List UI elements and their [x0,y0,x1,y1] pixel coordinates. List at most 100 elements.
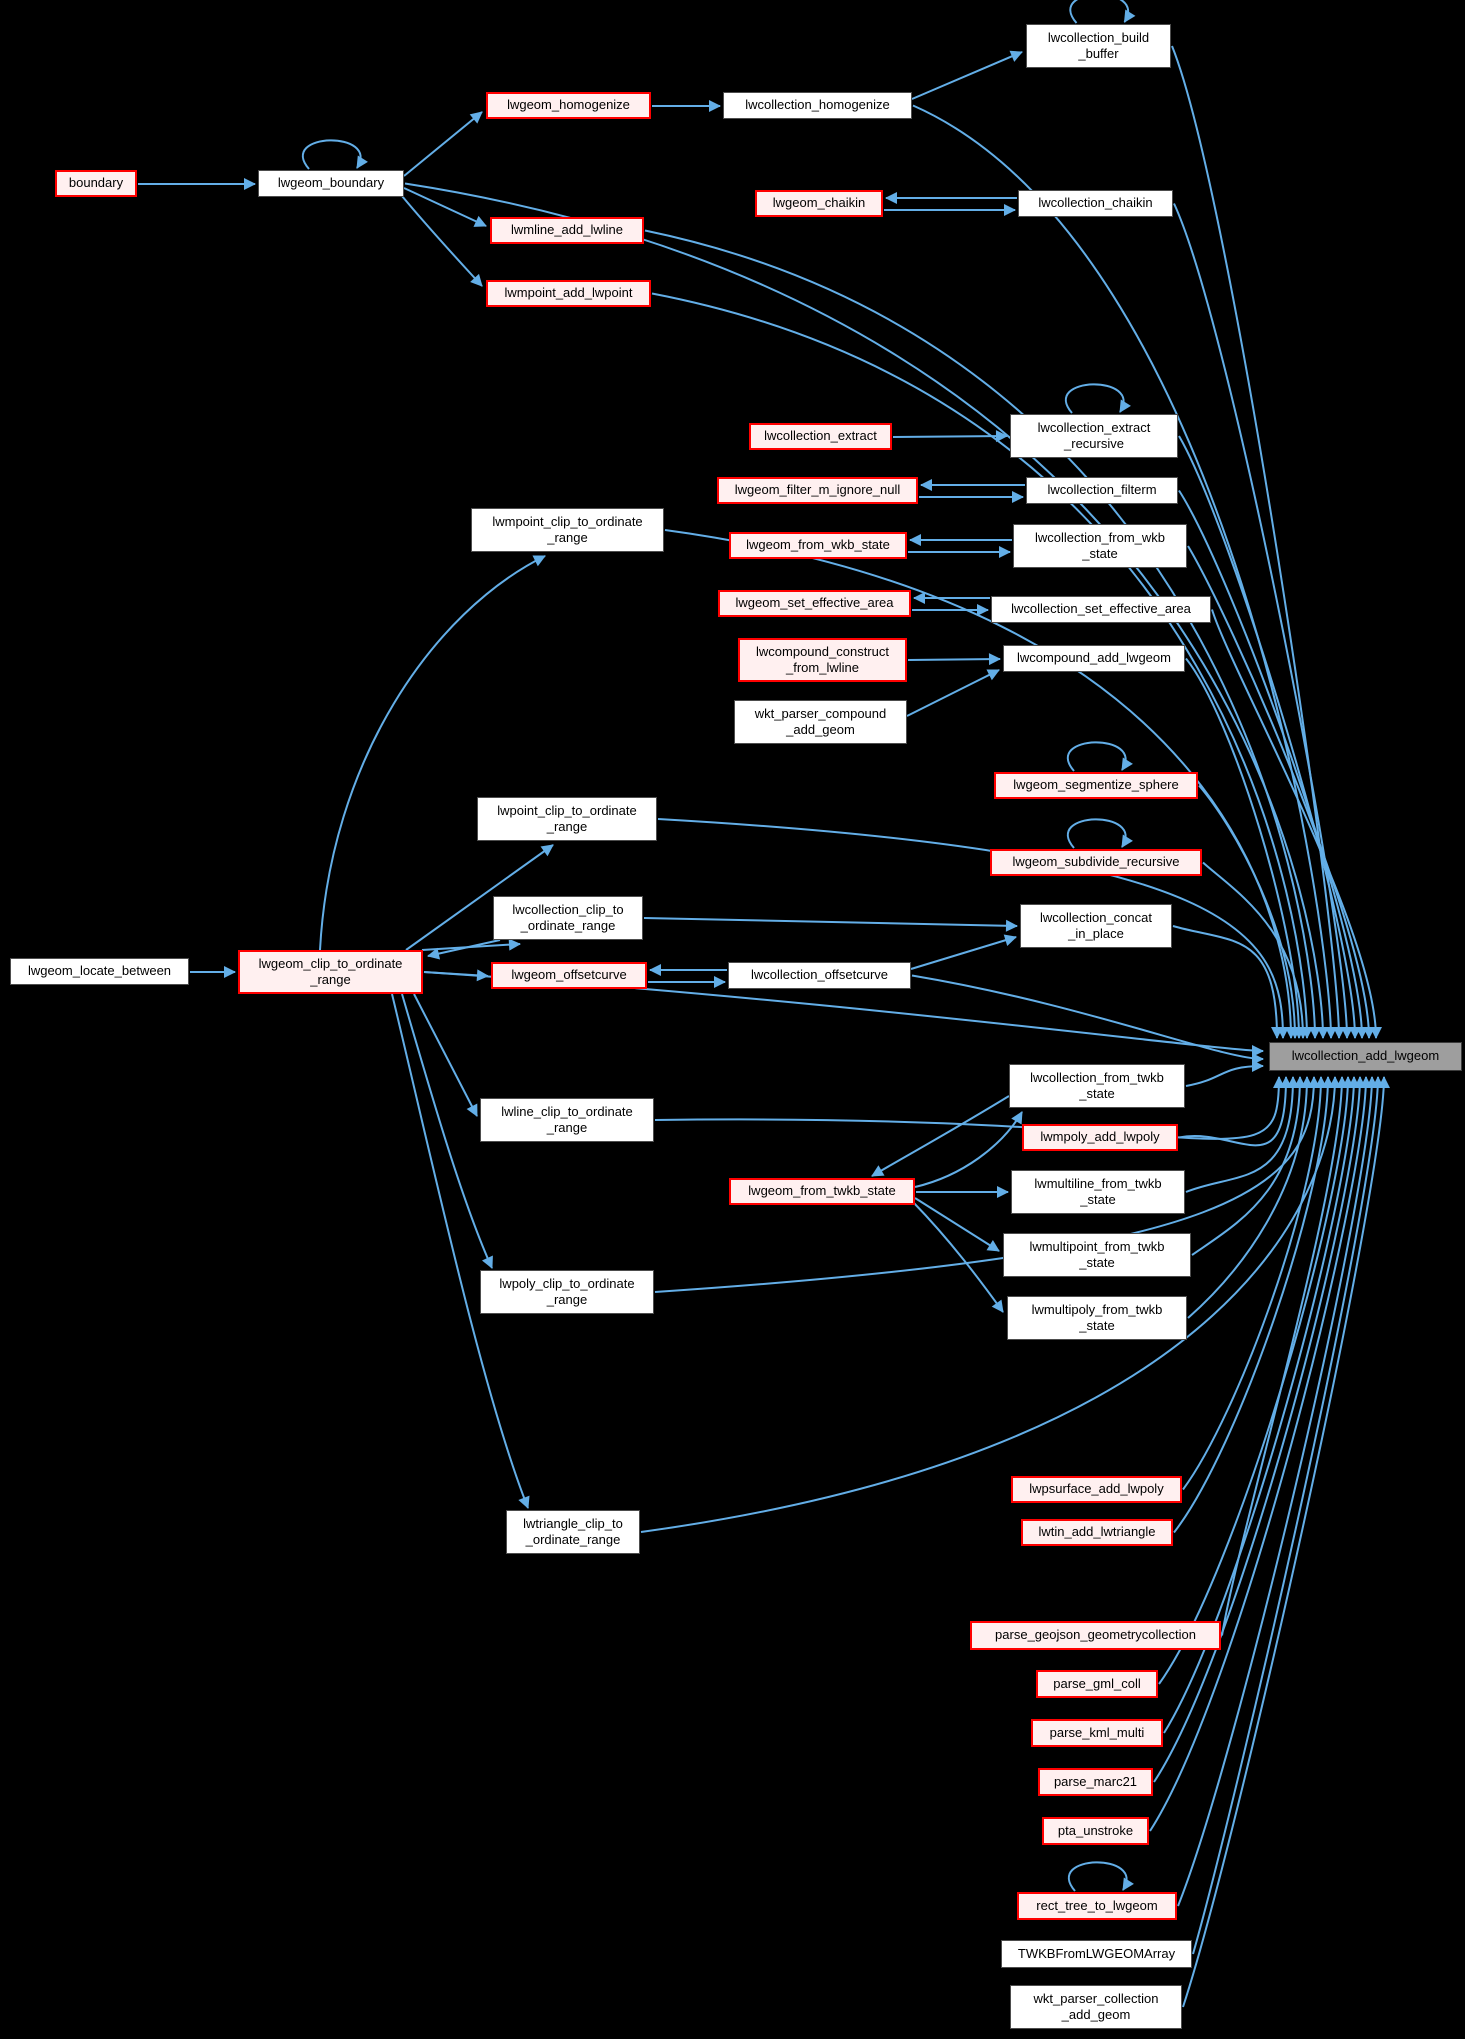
edge-lwgeom_clip_to_ordinate_range-to-lwpoint_clip_to_ordinate_range [405,844,554,951]
node-TWKBFromLWGEOMArray[interactable]: TWKBFromLWGEOMArray [1001,1940,1192,1968]
node-lwmultipoint-from-twkb-state[interactable]: lwmultipoint_from_twkb _state [1003,1233,1191,1277]
node-lwgeom-set-effective-area[interactable]: lwgeom_set_effective_area [718,590,911,617]
node-parse-marc21[interactable]: parse_marc21 [1038,1768,1153,1796]
node-lwtin-add-lwtriangle[interactable]: lwtin_add_lwtriangle [1021,1519,1173,1546]
edge-rect_tree_to_lwgeom-to-rect_tree_to_lwgeom [1067,1861,1134,1892]
node-lwcollection-extract-recursive[interactable]: lwcollection_extract _recursive [1010,414,1178,458]
node-label: lwgeom_offsetcurve [511,967,627,983]
node-pta-unstroke[interactable]: pta_unstroke [1042,1817,1149,1845]
node-lwgeom-clip-to-ordinate-range[interactable]: lwgeom_clip_to_ordinate _range [238,950,423,994]
node-lwcollection-filterm[interactable]: lwcollection_filterm [1026,477,1178,504]
node-lwcollection-extract[interactable]: lwcollection_extract [749,423,892,450]
node-lwgeom-segmentize-sphere[interactable]: lwgeom_segmentize_sphere [994,772,1198,799]
edge-lwcollection_extract-to-lwcollection_extract_recursive [892,430,1008,443]
node-label: lwgeom_subdivide_recursive [1012,854,1180,870]
edge-lwmpoly_add_lwpoly-to-lwcollection_add_lwgeom [1178,1076,1292,1147]
edge-TWKBFromLWGEOMArray-to-lwcollection_add_lwgeom [1192,1076,1384,1955]
node-lwgeom-homogenize[interactable]: lwgeom_homogenize [486,92,651,119]
node-lwmpoly-add-lwpoly[interactable]: lwmpoly_add_lwpoly [1022,1124,1178,1151]
node-lwpsurface-add-lwpoly[interactable]: lwpsurface_add_lwpoly [1011,1476,1182,1503]
node-label: parse_marc21 [1053,1773,1138,1789]
edge-lwgeom_clip_to_ordinate_range-to-lwline_clip_to_ordinate_range [413,993,478,1117]
node-label: lwpsurface_add_lwpoly [1029,1481,1164,1497]
edge-lwcollection_from_wkb_state-to-lwcollection_add_lwgeom [1187,545,1375,1039]
node-label: lwcompound_construct _from_lwline [756,643,889,675]
node-lwgeom-chaikin[interactable]: lwgeom_chaikin [755,190,883,217]
node-rect-tree-to-lwgeom[interactable]: rect_tree_to_lwgeom [1017,1892,1177,1920]
node-label: lwgeom_homogenize [507,97,630,113]
node-lwgeom-subdivide-recursive[interactable]: lwgeom_subdivide_recursive [990,849,1202,876]
node-label: boundary [68,175,124,191]
node-lwmpoint-add-lwpoint[interactable]: lwmpoint_add_lwpoint [486,280,651,307]
node-label: lwtriangle_clip_to _ordinate_range [523,1515,623,1547]
edge-lwgeom_boundary-to-lwmpoint_add_lwpoint [401,195,483,287]
node-lwgeom-locate-between[interactable]: lwgeom_locate_between [10,958,189,985]
edge-lwgeom_from_twkb_state-to-lwcollection_from_twkb_state [914,1111,1023,1188]
node-lwcollection-set-effective-area[interactable]: lwcollection_set_effective_area [991,596,1211,623]
node-label: parse_gml_coll [1053,1675,1141,1691]
node-label: lwpoly_clip_to_ordinate _range [499,1275,635,1307]
node-boundary[interactable]: boundary [55,170,137,197]
node-label: lwmline_add_lwline [510,222,623,238]
node-lwcollection-from-twkb-state[interactable]: lwcollection_from_twkb _state [1009,1064,1185,1108]
node-lwcollection-clip-to-ordinate-range[interactable]: lwcollection_clip_to _ordinate_range [493,896,643,940]
edge-lwcollection_from_twkb_state-to-lwcollection_add_lwgeom [1185,1060,1264,1087]
node-label: lwcollection_homogenize [745,97,890,113]
edge-lwcompound_construct_from_lwline-to-lwcompound_add_lwgeom [907,653,1001,666]
edge-lwmultiline_from_twkb_state-to-lwcollection_add_lwgeom [1185,1076,1299,1193]
node-lwpoint-clip-to-ordinate-range[interactable]: lwpoint_clip_to_ordinate _range [477,797,657,841]
node-parse-geojson-geometrycollection[interactable]: parse_geojson_geometrycollection [970,1621,1221,1650]
node-label: lwcollection_extract _recursive [1037,419,1151,451]
node-label: lwcollection_filterm [1047,482,1157,498]
node-label: lwmultipoly_from_twkb _state [1031,1301,1163,1333]
node-lwmultiline-from-twkb-state[interactable]: lwmultiline_from_twkb _state [1011,1170,1185,1214]
edge-lwgeom_boundary-to-lwgeom_boundary [301,139,368,170]
node-lwgeom-boundary[interactable]: lwgeom_boundary [258,170,404,197]
node-lwcollection-add-lwgeom[interactable]: lwcollection_add_lwgeom [1269,1042,1462,1071]
edge-rect_tree_to_lwgeom-to-lwcollection_add_lwgeom [1177,1076,1378,1907]
node-label: lwgeom_filter_m_ignore_null [734,482,901,498]
node-lwline-clip-to-ordinate-range[interactable]: lwline_clip_to_ordinate _range [480,1098,654,1142]
node-lwcompound-add-lwgeom[interactable]: lwcompound_add_lwgeom [1003,645,1185,672]
edge-lwgeom_from_twkb_state-to-lwmultipoint_from_twkb_state [914,1197,1000,1252]
node-label: lwcollection_clip_to _ordinate_range [512,901,624,933]
node-lwcollection-concat-in-place[interactable]: lwcollection_concat _in_place [1020,904,1172,948]
node-lwmpoint-clip-to-ordinate-range[interactable]: lwmpoint_clip_to_ordinate _range [471,508,664,552]
node-lwcollection-build-buffer[interactable]: lwcollection_build _buffer [1026,24,1171,68]
node-wkt-parser-compound-add-geom[interactable]: wkt_parser_compound _add_geom [734,700,907,744]
node-lwgeom-from-twkb-state[interactable]: lwgeom_from_twkb_state [729,1178,915,1205]
edge-lwgeom_boundary-to-lwmline_add_lwline [403,187,487,227]
node-label: lwmultipoint_from_twkb _state [1029,1238,1165,1270]
node-label: lwmpoint_add_lwpoint [504,285,633,301]
node-label: lwcollection_from_wkb _state [1034,529,1166,561]
node-label: lwgeom_from_twkb_state [748,1183,896,1199]
node-lwcompound-construct-from-lwline[interactable]: lwcompound_construct _from_lwline [738,638,907,682]
edge-lwcollection_homogenize-to-lwcollection_add_lwgeom [912,104,1337,1039]
edge-lwpoint_clip_to_ordinate_range-to-lwcollection_add_lwgeom [657,818,1289,1039]
node-lwcollection-from-wkb-state[interactable]: lwcollection_from_wkb _state [1013,524,1187,568]
node-lwgeom-filter-m-ignore-null[interactable]: lwgeom_filter_m_ignore_null [717,477,918,504]
node-lwtriangle-clip-to-ordinate-range[interactable]: lwtriangle_clip_to _ordinate_range [506,1510,640,1554]
node-lwgeom-from-wkb-state[interactable]: lwgeom_from_wkb_state [729,532,907,559]
edge-lwcollection_chaikin-to-lwcollection_add_lwgeom [1173,203,1353,1039]
edge-lwcollection_build_buffer-to-lwcollection_build_buffer [1069,0,1136,24]
edge-lwgeom_boundary-to-lwgeom_homogenize [403,111,483,177]
node-lwgeom-offsetcurve[interactable]: lwgeom_offsetcurve [491,962,647,989]
edge-lwcollection_from_twkb_state-to-lwgeom_from_twkb_state [871,1095,1010,1177]
node-lwcollection-chaikin[interactable]: lwcollection_chaikin [1018,190,1173,217]
node-wkt-parser-collection-add-geom[interactable]: wkt_parser_collection _add_geom [1010,1985,1182,2029]
node-label: lwcollection_chaikin [1038,195,1153,211]
node-label: lwgeom_locate_between [27,963,172,979]
node-lwcollection-offsetcurve[interactable]: lwcollection_offsetcurve [728,962,911,989]
node-lwcollection-homogenize[interactable]: lwcollection_homogenize [723,92,912,119]
node-lwpoly-clip-to-ordinate-range[interactable]: lwpoly_clip_to_ordinate _range [480,1270,654,1314]
edge-lwpoly_clip_to_ordinate_range-to-lwcollection_add_lwgeom [654,1076,1320,1293]
node-parse-kml-multi[interactable]: parse_kml_multi [1031,1719,1163,1747]
node-label: lwpoint_clip_to_ordinate _range [497,802,637,834]
edge-lwcollection_extract_recursive-to-lwcollection_extract_recursive [1064,383,1131,414]
edge-lwmpoint_add_lwpoint-to-lwcollection_add_lwgeom [651,292,1313,1039]
node-lwmline-add-lwline[interactable]: lwmline_add_lwline [490,217,644,244]
node-lwmultipoly-from-twkb-state[interactable]: lwmultipoly_from_twkb _state [1007,1296,1187,1340]
node-parse-gml-coll[interactable]: parse_gml_coll [1036,1670,1158,1698]
